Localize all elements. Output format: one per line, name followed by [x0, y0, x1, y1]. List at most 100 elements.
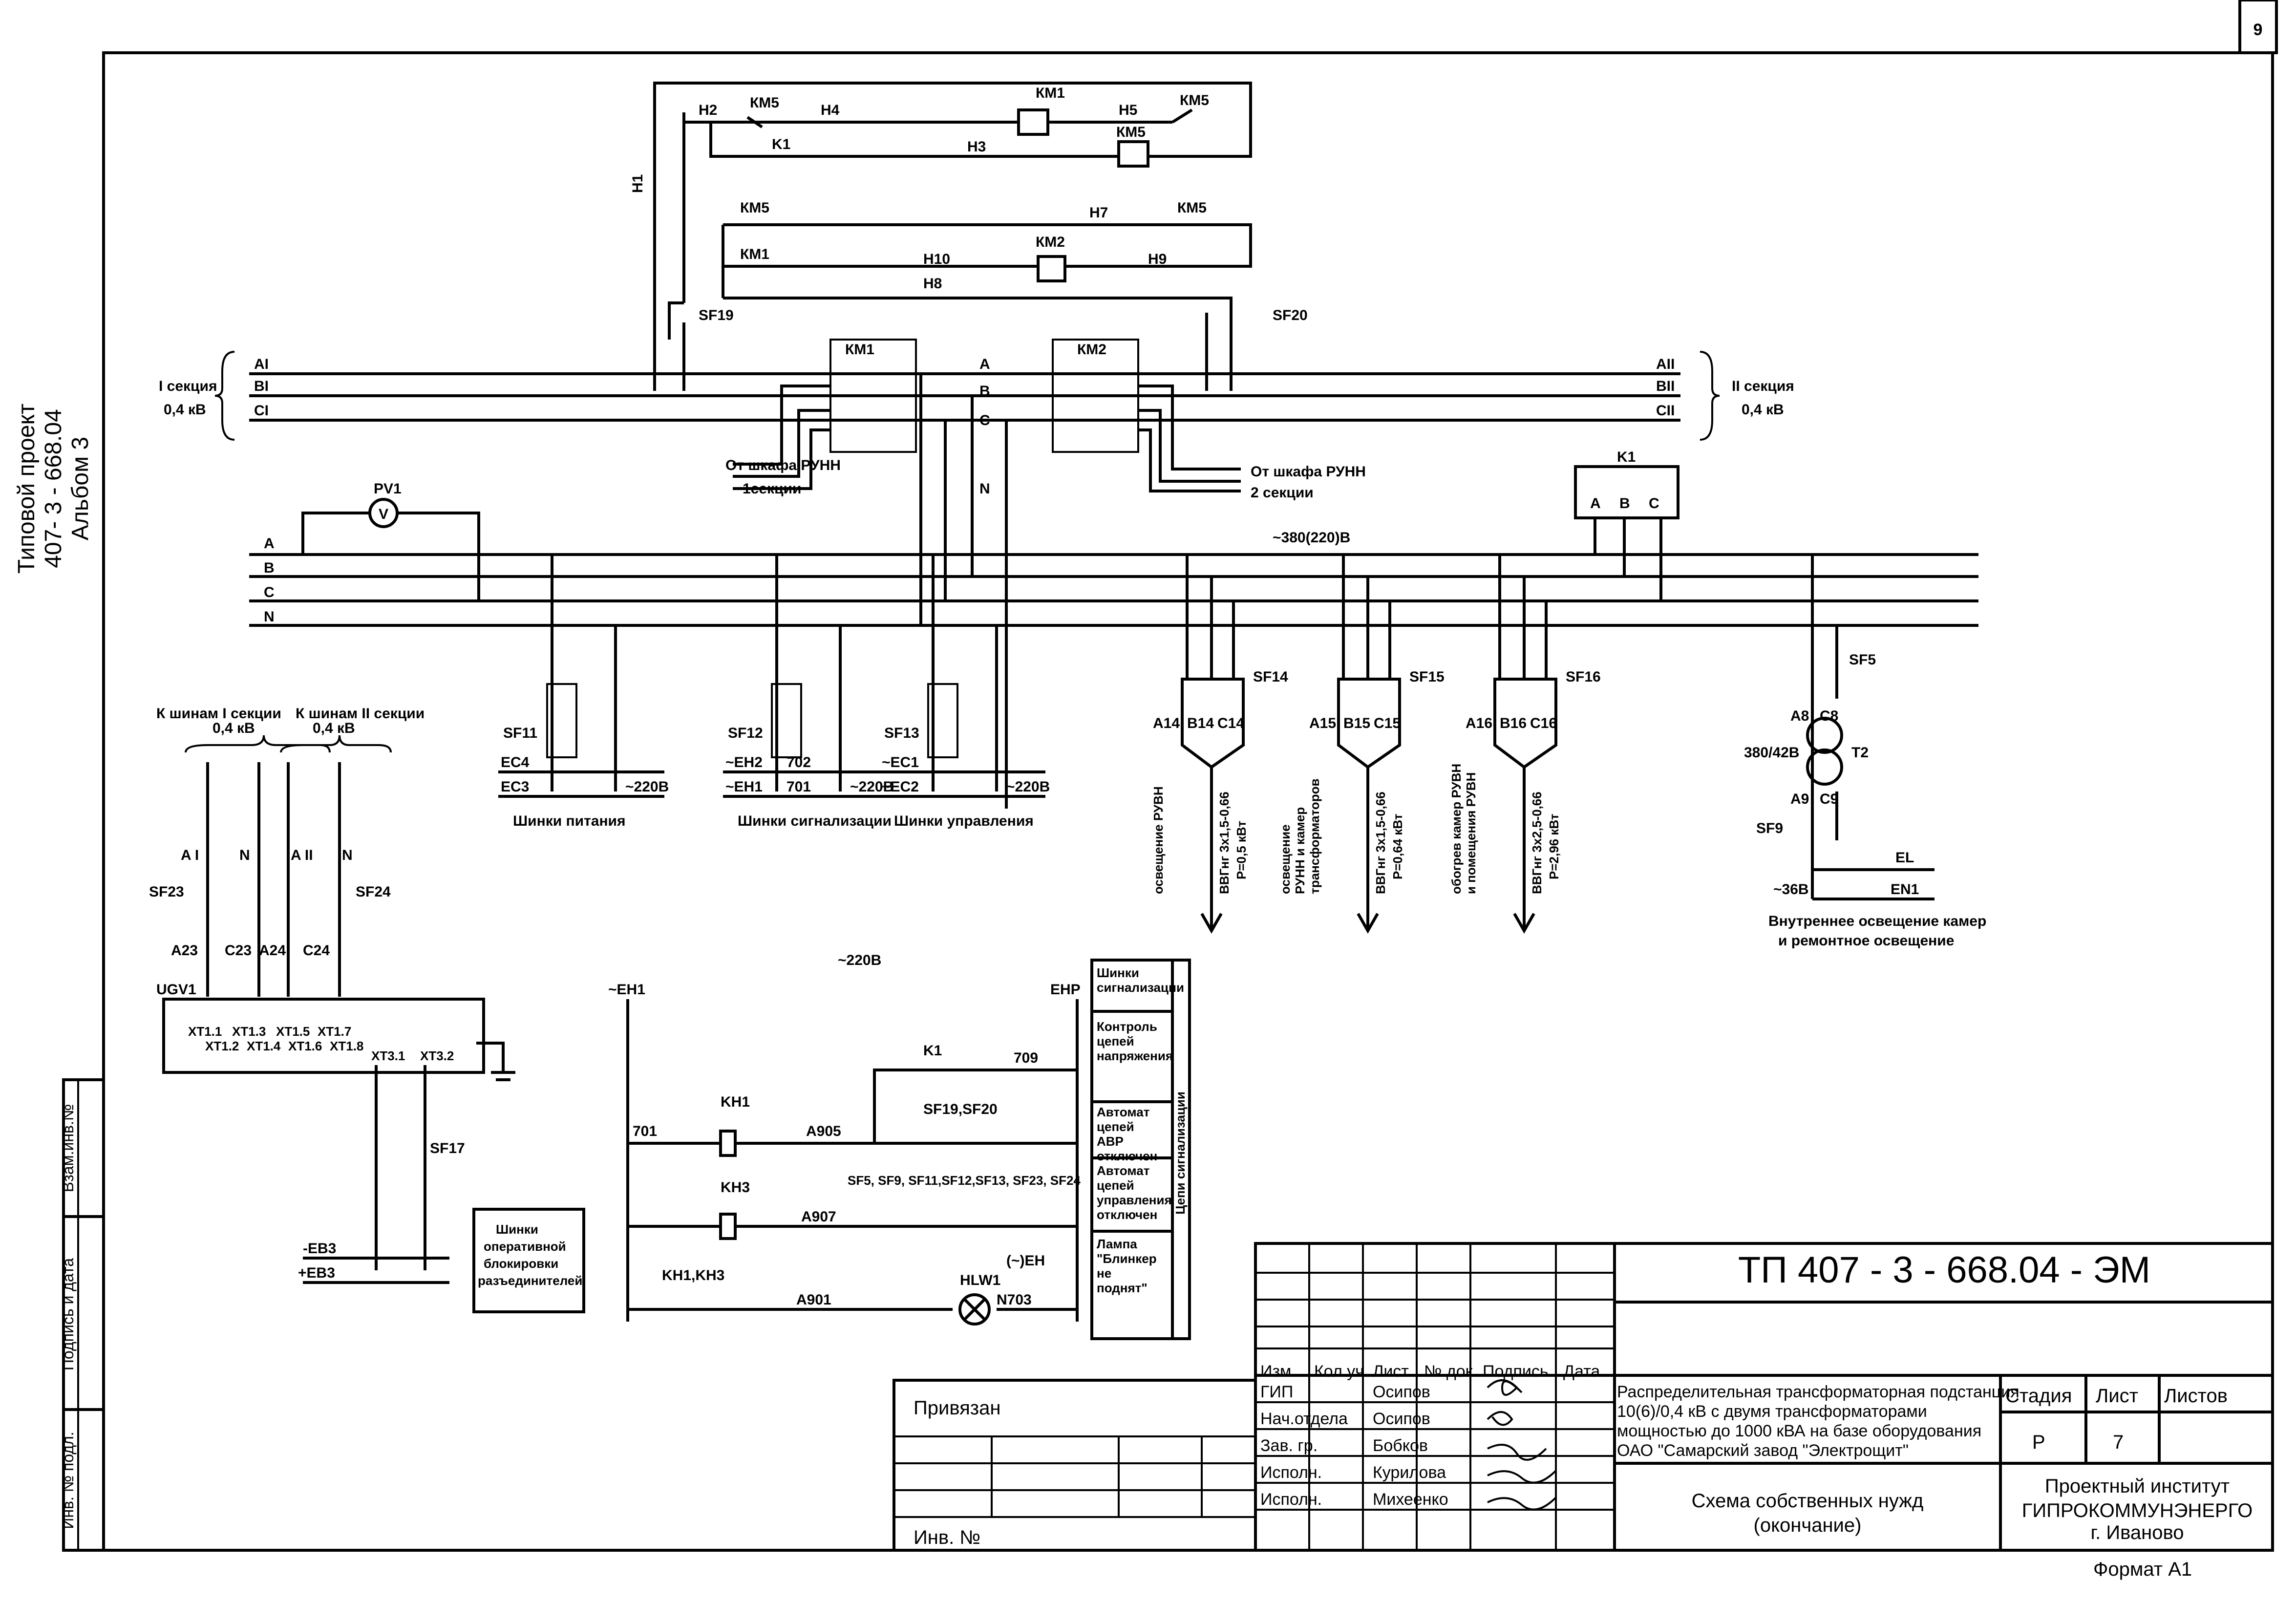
svg-text:2 секции: 2 секции	[1251, 485, 1314, 501]
svg-text:EL: EL	[1895, 850, 1914, 866]
strip-inv-podl: Инв. № подл.	[59, 1432, 77, 1529]
svg-text:T2: T2	[1851, 745, 1869, 761]
svg-text:Типовой проект: Типовой проект	[14, 404, 40, 574]
legend-item: цепей	[1097, 1178, 1134, 1193]
svg-text:C: C	[264, 584, 275, 600]
svg-text:XT1.6: XT1.6	[288, 1039, 322, 1053]
privyazan-label: Привязан	[914, 1397, 1000, 1419]
svg-text:Внутреннее освещение камер: Внутреннее освещение камер	[1768, 913, 1986, 929]
svg-text:Р: Р	[2032, 1432, 2045, 1453]
section-1-title: I секция	[159, 378, 217, 394]
svg-text:XT3.1: XT3.1	[371, 1048, 405, 1063]
svg-text:C24: C24	[303, 942, 330, 959]
svg-text:КМ2: КМ2	[1036, 234, 1065, 250]
legend-item: "Блинкер	[1097, 1251, 1157, 1266]
svg-text:~EH1: ~EH1	[725, 779, 763, 795]
svg-text:C8: C8	[1820, 708, 1838, 724]
svg-text:407- 3 - 668.04: 407- 3 - 668.04	[41, 409, 66, 568]
svg-text:N703: N703	[997, 1292, 1032, 1308]
k1-relay	[1574, 465, 1679, 519]
feeder-description: освещение РУВН	[1151, 786, 1166, 894]
svg-text:A II: A II	[291, 847, 313, 863]
svg-text:702: 702	[787, 754, 811, 770]
legend-item: поднят"	[1097, 1281, 1148, 1295]
svg-text:AI: AI	[254, 356, 269, 372]
bus-switch-label: SF12	[728, 725, 763, 741]
blocking-note	[472, 1208, 585, 1313]
role-label: Зав. гр.	[1260, 1436, 1318, 1455]
svg-text:A: A	[979, 356, 990, 372]
feeder-description: трансформаторов	[1307, 779, 1322, 894]
svg-text:701: 701	[633, 1123, 657, 1139]
svg-text:SF5, SF9, SF11,SF12,SF13, SF23: SF5, SF9, SF11,SF12,SF13, SF23, SF24	[848, 1173, 1081, 1188]
bus-caption: Шинки сигнализации	[738, 813, 892, 829]
format-label: Формат А1	[2093, 1559, 2192, 1580]
svg-text:HLW1: HLW1	[960, 1272, 1000, 1288]
side-stamp: Типовой проект 407- 3 - 668.04 Альбом 3	[14, 404, 93, 574]
svg-text:C14: C14	[1217, 715, 1244, 731]
svg-text:ГИПРОКОММУНЭНЕРГО: ГИПРОКОММУНЭНЕРГО	[2022, 1500, 2253, 1521]
signer-name: Курилова	[1373, 1463, 1446, 1482]
svg-text:UGV1: UGV1	[156, 982, 196, 998]
svg-text:C: C	[1649, 495, 1659, 512]
svg-text:C15: C15	[1374, 715, 1401, 731]
left-strip: Взам.инв.№ Подпись и дата Инв. № подл.	[59, 1078, 105, 1552]
feeder-description: и помещения РУВН	[1464, 772, 1478, 894]
signal-circuit: ~220B ~EH1 EHP K1 709 701 KH1 A905 SF19,…	[608, 952, 1081, 1326]
svg-text:Листов: Листов	[2164, 1385, 2228, 1407]
svg-text:H8: H8	[923, 276, 942, 292]
feeder-power: P=0,5 кВт	[1234, 821, 1249, 879]
svg-text:К шинам II секции: К шинам II секции	[296, 706, 425, 722]
svg-text:Альбом 3: Альбом 3	[67, 437, 93, 540]
svg-text:оперативной: оперативной	[484, 1239, 566, 1254]
svg-text:SF20: SF20	[1273, 307, 1308, 323]
svg-text:KH1: KH1	[721, 1094, 750, 1110]
svg-text:701: 701	[787, 779, 811, 795]
main-busbar: A B C N ~380(220)B V PV1 K1 A B C	[249, 449, 1978, 627]
svg-text:AII: AII	[1656, 356, 1675, 372]
svg-text:C23: C23	[225, 942, 252, 959]
legend-item: Автомат	[1097, 1105, 1150, 1119]
svg-text:~220B: ~220B	[838, 952, 881, 968]
km2-contactor	[1052, 339, 1139, 453]
svg-text:0,4 кВ: 0,4 кВ	[164, 402, 206, 418]
svg-text:(окончание): (окончание)	[1754, 1515, 1862, 1536]
pv1-voltmeter	[368, 498, 399, 528]
svg-text:SF24: SF24	[356, 884, 391, 900]
legend-item: Автомат	[1097, 1163, 1150, 1178]
svg-text:N: N	[264, 609, 275, 625]
svg-text:CI: CI	[254, 403, 269, 419]
legend-item: АВР	[1097, 1134, 1124, 1149]
svg-text:BI: BI	[254, 378, 269, 394]
bus-switch-label: SF11	[503, 725, 537, 741]
legend-item: Шинки	[1097, 965, 1139, 980]
svg-text:мощностью до 1000 кВА на базе: мощностью до 1000 кВА на базе оборудован…	[1617, 1422, 1981, 1440]
legend-item: управления	[1097, 1193, 1172, 1207]
svg-text:XT1.1: XT1.1	[188, 1024, 222, 1039]
svg-text:КМ5: КМ5	[740, 200, 769, 216]
feeder-cable: ВВГнг 3х1,5-0,66	[1373, 791, 1388, 894]
svg-text:№ док.: № док.	[1424, 1362, 1477, 1381]
svg-text:разъединителей: разъединителей	[478, 1273, 582, 1288]
svg-text:C16: C16	[1530, 715, 1557, 731]
svg-text:H3: H3	[967, 139, 986, 155]
svg-text:г. Иваново: г. Иваново	[2090, 1522, 2184, 1543]
svg-text:~220B: ~220B	[850, 779, 893, 795]
bus-switch-label: SF13	[884, 725, 919, 741]
role-label: ГИП	[1260, 1383, 1293, 1401]
feeder-cable: ВВГнг 3х1,5-0,66	[1217, 791, 1232, 894]
svg-text:SF17: SF17	[430, 1140, 465, 1156]
svg-text:SF23: SF23	[149, 884, 184, 900]
svg-text:Лист: Лист	[1373, 1362, 1409, 1381]
signer-name: Михеенко	[1373, 1490, 1448, 1509]
svg-text:и ремонтное освещение: и ремонтное освещение	[1778, 933, 1954, 949]
svg-text:K1: K1	[1617, 449, 1636, 465]
svg-text:XT1.2: XT1.2	[205, 1039, 239, 1053]
svg-text:-EB3: -EB3	[303, 1240, 336, 1257]
